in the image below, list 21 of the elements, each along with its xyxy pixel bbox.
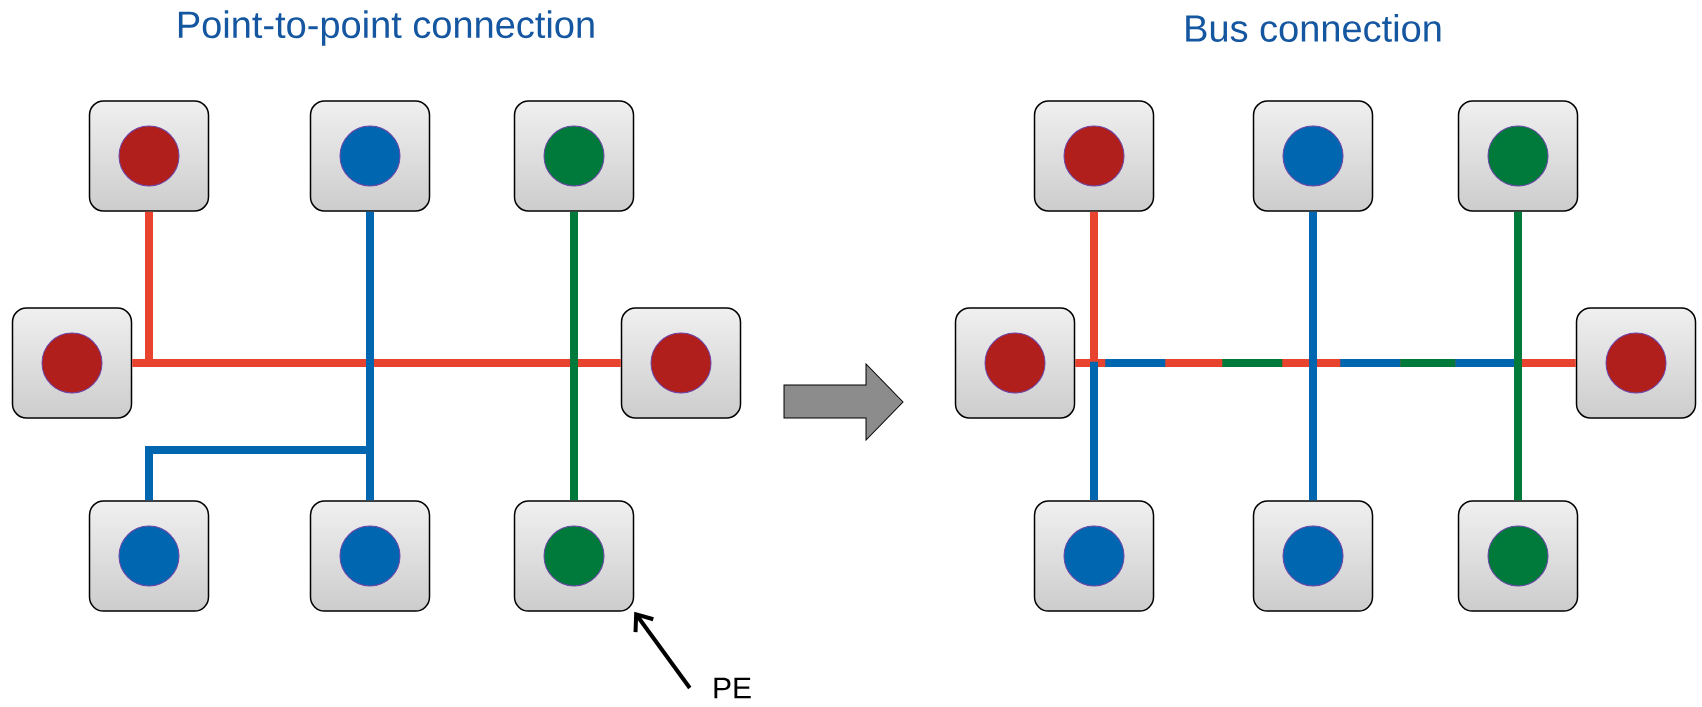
- leader-line: [633, 611, 692, 690]
- device-box: [1252, 500, 1374, 612]
- panel-title: Bus connection: [1186, 14, 1441, 42]
- pe-label: PE: [714, 677, 751, 699]
- device-box: [1033, 500, 1155, 612]
- connection-line: [1075, 359, 1576, 367]
- device-box: [1457, 500, 1579, 612]
- device-box: [954, 307, 1076, 419]
- device-box: [1457, 100, 1579, 212]
- device-box: [88, 500, 210, 612]
- device-box: [1252, 100, 1374, 212]
- device-box: [11, 307, 133, 419]
- device-box: [620, 307, 742, 419]
- device-box: [309, 100, 431, 212]
- device-box: [309, 500, 431, 612]
- device-box: [513, 100, 635, 212]
- device-box: [1575, 307, 1697, 419]
- device-box: [88, 100, 210, 212]
- device-box: [513, 500, 635, 612]
- panel-title: Point-to-point connection: [178, 10, 594, 46]
- device-box: [1033, 100, 1155, 212]
